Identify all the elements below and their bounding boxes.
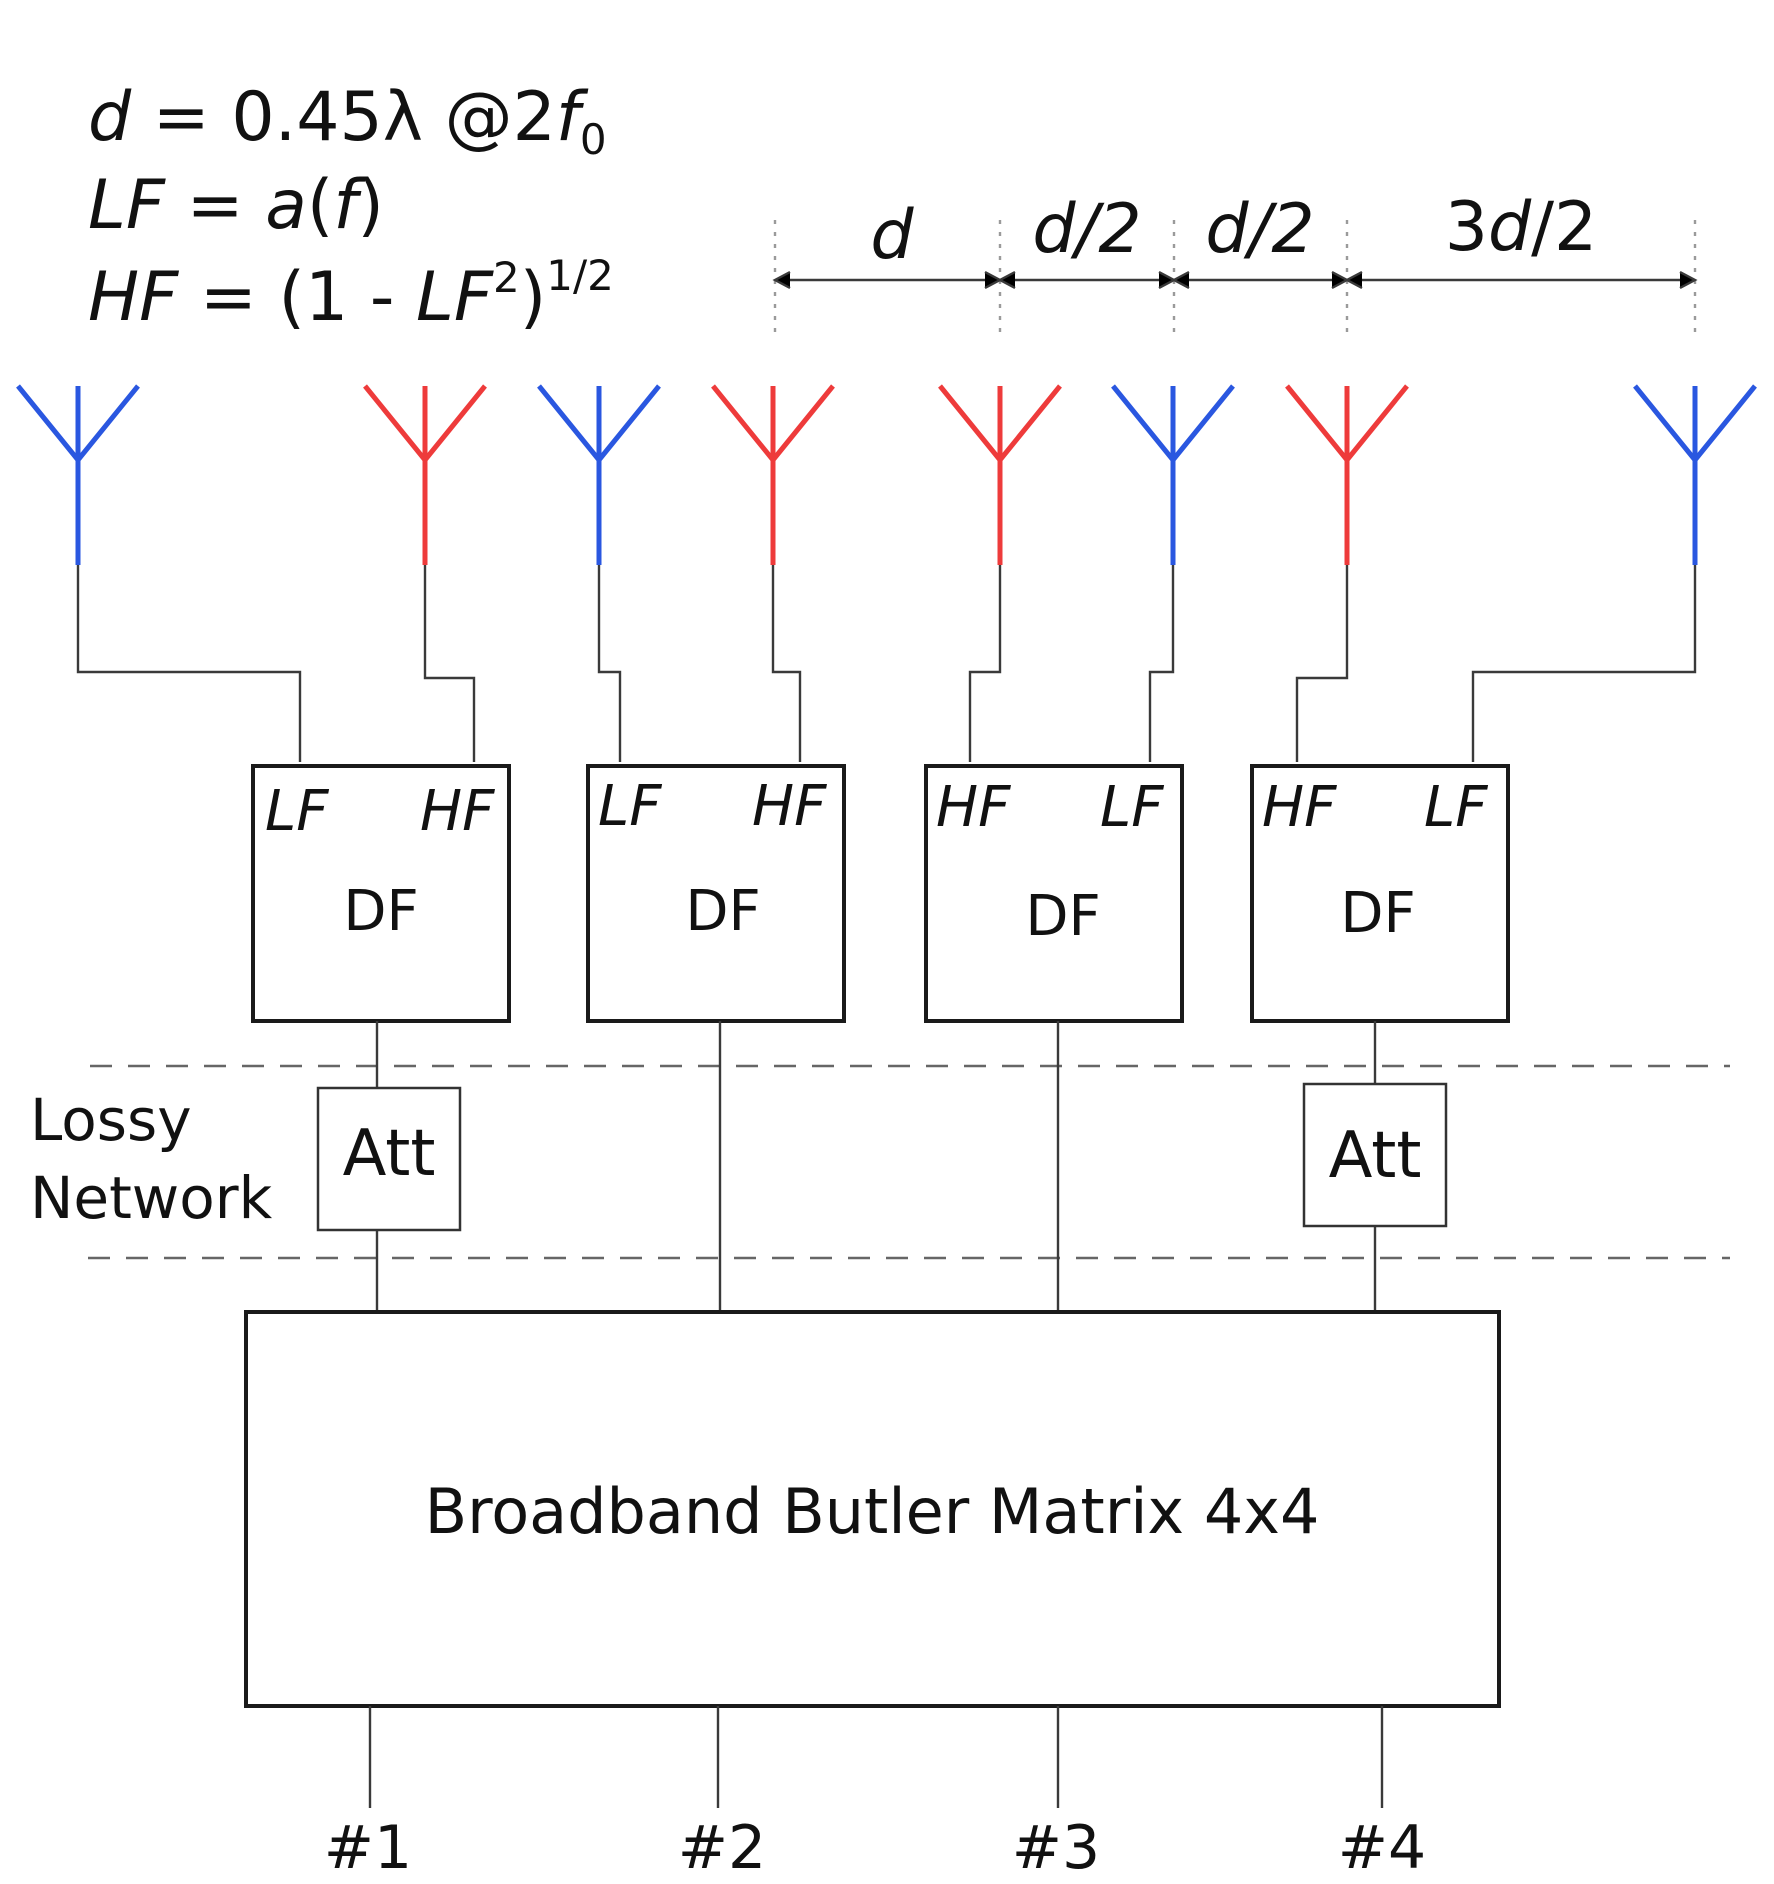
feed-wire-3: [597, 565, 622, 762]
feed-wire-5: [968, 565, 1002, 762]
formula-block: d = 0.45λ @2f0 LF = a(f) HF = (1 - LF2)1…: [88, 78, 614, 337]
lossy-network-label-line1: Lossy: [30, 1086, 192, 1154]
arrowhead-left: [772, 270, 791, 290]
feed-wire-6: [1148, 565, 1175, 762]
diplexer-2-label: DF: [685, 879, 760, 944]
port-4-label: #4: [1338, 1813, 1426, 1883]
arrowhead-2: [984, 270, 1016, 290]
arrowhead-4: [1331, 270, 1363, 290]
lossy-network-label-line2: Network: [30, 1164, 273, 1232]
diplexer-2-right-port: HF: [752, 774, 827, 839]
antenna-4: [711, 384, 835, 565]
antenna-6: [1111, 384, 1235, 565]
attenuator-1-label: Att: [343, 1117, 436, 1191]
spacing-label-half-d-2: d/2: [1205, 190, 1314, 269]
arrowhead-right: [1679, 270, 1698, 290]
port-2-label: #2: [678, 1813, 766, 1883]
spacing-label-half-d-1: d/2: [1032, 190, 1141, 269]
feed-wire-8: [1471, 565, 1697, 762]
diplexer-1-left-port: LF: [265, 779, 329, 844]
antenna-3: [537, 384, 661, 565]
diplexer-3-left-port: HF: [936, 775, 1011, 840]
diplexer-4-label: DF: [1340, 881, 1415, 946]
diplexer-3-right-port: LF: [1100, 775, 1164, 840]
lossy-network-region: Lossy Network: [30, 1064, 1730, 1260]
butler-matrix: Broadband Butler Matrix 4x4: [244, 1310, 1501, 1708]
attenuator-2-label: Att: [1329, 1119, 1422, 1193]
diplexer-3: HF LF DF: [924, 764, 1184, 1023]
attenuator-2: Att: [1302, 1082, 1448, 1228]
formula-low-frequency: LF = a(f): [88, 166, 384, 245]
feed-wire-1: [76, 565, 302, 762]
spacing-dimensions: d d/2 d/2 3d/2: [772, 188, 1698, 335]
antenna-7: [1285, 384, 1409, 565]
diplexer-3-label: DF: [1025, 884, 1100, 949]
antenna-2: [363, 384, 487, 565]
antenna-array: [16, 384, 1757, 565]
attenuator-1: Att: [316, 1086, 462, 1232]
diplexer-4: HF LF DF: [1250, 764, 1510, 1023]
diplexer-1-right-port: HF: [420, 779, 495, 844]
feed-wires: [76, 565, 1697, 762]
diplexer-1: LF HF DF: [251, 764, 511, 1023]
antenna-8: [1633, 384, 1757, 565]
arrowhead-3: [1158, 270, 1190, 290]
diplexer-1-label: DF: [343, 879, 418, 944]
spacing-label-three-half-d: 3d/2: [1445, 188, 1598, 267]
feed-wire-7: [1295, 565, 1349, 762]
feed-wire-2: [423, 565, 476, 762]
antenna-5: [938, 384, 1062, 565]
butler-matrix-label: Broadband Butler Matrix 4x4: [425, 1475, 1320, 1548]
feed-wire-4: [771, 565, 802, 762]
diplexer-4-left-port: HF: [1262, 775, 1337, 840]
port-1-label: #1: [324, 1813, 412, 1883]
formula-high-frequency: HF = (1 - LF2)1/2: [88, 251, 614, 337]
diplexer-2-left-port: LF: [598, 774, 662, 839]
antenna-1: [16, 384, 140, 565]
port-3-label: #3: [1012, 1813, 1100, 1883]
formula-element-spacing: d = 0.45λ @2f0: [88, 78, 607, 164]
spacing-label-d: d: [870, 196, 914, 275]
output-ports: #1 #2 #3 #4: [324, 1706, 1426, 1883]
diplexer-4-right-port: LF: [1424, 775, 1488, 840]
matrix-input-wires: [375, 1021, 1377, 1312]
diplexer-2: LF HF DF: [586, 764, 846, 1023]
